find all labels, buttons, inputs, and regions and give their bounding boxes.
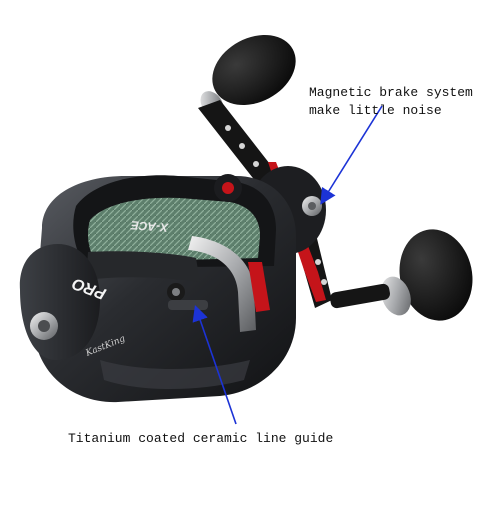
guide-callout-arrow [192,304,237,425]
line-guide-callout: Titanium coated ceramic line guide [68,430,333,448]
line-guide-callout-text: Titanium coated ceramic line guide [68,431,334,446]
brake-callout-arrow [320,105,383,205]
star-drag [214,174,242,202]
reel-body [19,174,296,403]
brake-callout-line1: Magnetic brake system [309,85,473,100]
brake-callout-line2: make little noise [309,103,442,118]
model-label: X-ACE [129,218,169,235]
brake-callout: Magnetic brake system make little noise [309,84,473,120]
lower-handle-knob [330,229,473,321]
